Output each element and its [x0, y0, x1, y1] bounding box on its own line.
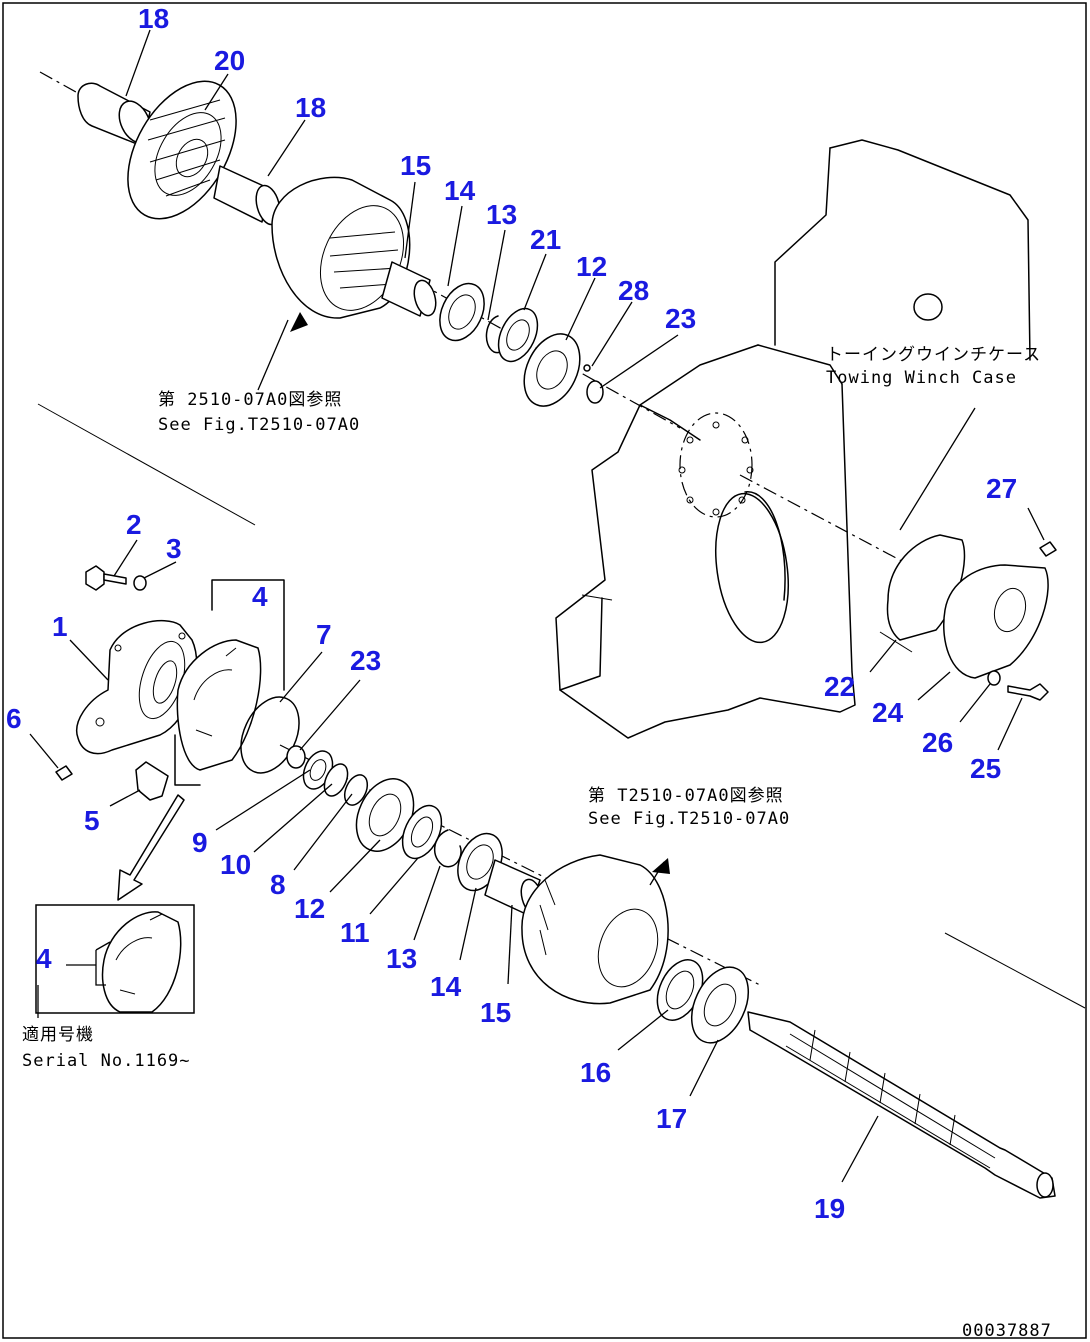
hub-15-upper	[381, 261, 437, 317]
bolt-27	[1039, 541, 1057, 557]
washer-3	[133, 575, 147, 591]
callout-4-main: 4	[252, 581, 268, 612]
cap-23-lower	[286, 745, 306, 769]
callout-26: 26	[922, 727, 953, 758]
collar-17	[690, 966, 750, 1044]
callout-8: 8	[270, 869, 286, 900]
callout-11: 11	[340, 917, 370, 948]
callout-19: 19	[814, 1193, 845, 1224]
serial-label-en: Serial No.1169~	[22, 1051, 191, 1071]
callout-25: 25	[970, 753, 1001, 784]
spacer-10	[323, 763, 349, 797]
drawing-number: 00037887	[962, 1321, 1052, 1341]
serial-label-jp: 適用号機	[22, 1025, 94, 1045]
callout-21: 21	[530, 224, 561, 255]
callout-24: 24	[872, 697, 904, 728]
bearing-14-upper	[439, 282, 485, 342]
ring-8	[343, 774, 369, 806]
small-parts-28-23-upper	[583, 364, 604, 404]
callout-16: 16	[580, 1057, 611, 1088]
bolt-25	[1007, 683, 1049, 701]
callout-5: 5	[84, 805, 100, 836]
inset-arrow	[117, 794, 185, 901]
callout-1: 1	[52, 611, 68, 642]
callout-13-upper: 13	[486, 199, 517, 230]
reference-note-upper-jp: 第 2510-07A0図参照	[158, 390, 342, 410]
callout-15-upper: 15	[400, 150, 431, 181]
callout-22: 22	[824, 671, 855, 702]
callout-4-inset: 4	[36, 943, 52, 974]
leader-lines	[29, 29, 1045, 1183]
callout-20: 20	[214, 45, 245, 76]
reference-arrowhead-upper	[290, 312, 308, 332]
callout-15-lower: 15	[480, 997, 511, 1028]
seal-4	[176, 639, 262, 771]
plate-12-lower	[355, 778, 415, 852]
callout-27: 27	[986, 473, 1017, 504]
callout-14-upper: 14	[444, 175, 476, 206]
callout-17: 17	[656, 1103, 687, 1134]
reference-note-lower-jp: 第 T2510-07A0図参照	[588, 786, 784, 806]
callout-9: 9	[192, 827, 208, 858]
ring-11	[401, 804, 443, 860]
towing-winch-case	[555, 139, 1031, 739]
bracket-4	[211, 579, 285, 691]
plate-5	[135, 761, 169, 801]
callout-12-upper: 12	[576, 251, 607, 282]
callout-18-sleeve: 18	[295, 92, 326, 123]
bolt-2	[85, 565, 127, 591]
callout-28: 28	[618, 275, 649, 306]
reference-note-lower-en: See Fig.T2510-07A0	[588, 809, 790, 829]
callout-3: 3	[166, 533, 182, 564]
shaft-19	[747, 1011, 1056, 1199]
brake-drum-upper	[271, 176, 411, 319]
reference-note-upper-en: See Fig.T2510-07A0	[158, 415, 360, 435]
callout-14-lower: 14	[430, 971, 462, 1002]
washer-26	[987, 670, 1001, 686]
section-line-left	[37, 403, 256, 526]
seal-4-inset	[101, 911, 182, 1013]
callout-2: 2	[126, 509, 142, 540]
callout-7: 7	[316, 619, 332, 650]
callout-18-top: 18	[138, 3, 169, 34]
bolt-6	[55, 765, 73, 781]
inset-frame	[35, 904, 195, 1014]
callout-12-lower: 12	[294, 893, 325, 924]
callout-10: 10	[220, 849, 251, 880]
section-line-right	[944, 932, 1086, 1009]
ring-21	[497, 307, 539, 363]
bracket-4-left	[174, 734, 201, 786]
callout-13-lower: 13	[386, 943, 417, 974]
case-label-en: Towing Winch Case	[826, 368, 1017, 388]
case-label-jp: トーイングウインチケース	[826, 345, 1041, 365]
brake-drum-lower	[521, 854, 669, 1005]
cover-24	[943, 564, 1049, 679]
reference-arrowhead-lower	[652, 858, 670, 874]
callout-6: 6	[6, 703, 22, 734]
callout-23-lower: 23	[350, 645, 381, 676]
callout-23-upper: 23	[665, 303, 696, 334]
